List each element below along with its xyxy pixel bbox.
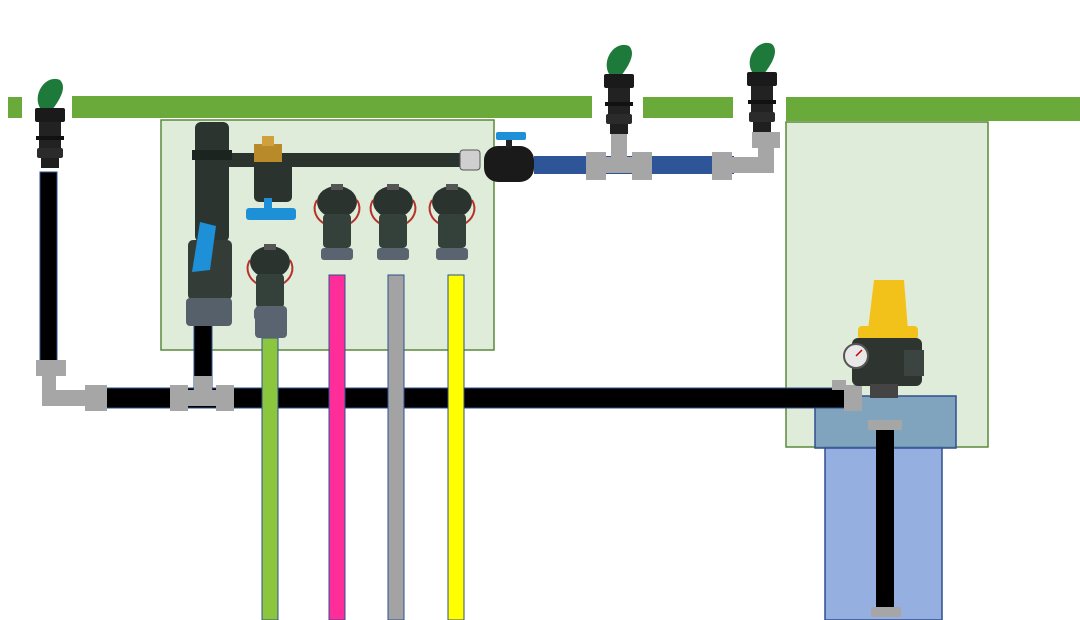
zone-line-grey [387, 274, 405, 620]
left-riser-pipe [39, 171, 58, 373]
well-top-fitting [868, 420, 902, 430]
brass-fitting [254, 136, 292, 202]
pump-controller [843, 280, 924, 398]
manifold-end-cap [459, 149, 481, 171]
quick-coupler-right-icon [747, 42, 777, 132]
supply-elbow-fitting [712, 132, 780, 180]
zone-ball-valve-stem [264, 198, 272, 210]
zone-ball-valve-handle-icon [246, 208, 296, 220]
well-drop-pipe [876, 420, 894, 612]
zone-line-green [261, 337, 279, 620]
pump-inlet-fitting [832, 380, 862, 411]
quick-coupler-middle-icon [604, 44, 634, 134]
ground-line [8, 96, 1080, 121]
supply-ball-valve [484, 132, 534, 182]
valve-1-connector [255, 306, 287, 338]
zone-line-yellow [447, 274, 465, 620]
foot-valve-fitting [871, 607, 901, 617]
zone-lines [261, 274, 465, 620]
supply-tee-fitting [586, 134, 652, 180]
tee-fitting [170, 376, 234, 411]
quick-coupler-left-icon [35, 78, 65, 168]
zone-line-pink [328, 274, 346, 620]
filter-ball-valve-handle-icon [192, 222, 216, 272]
left-elbow-fitting [36, 360, 107, 411]
